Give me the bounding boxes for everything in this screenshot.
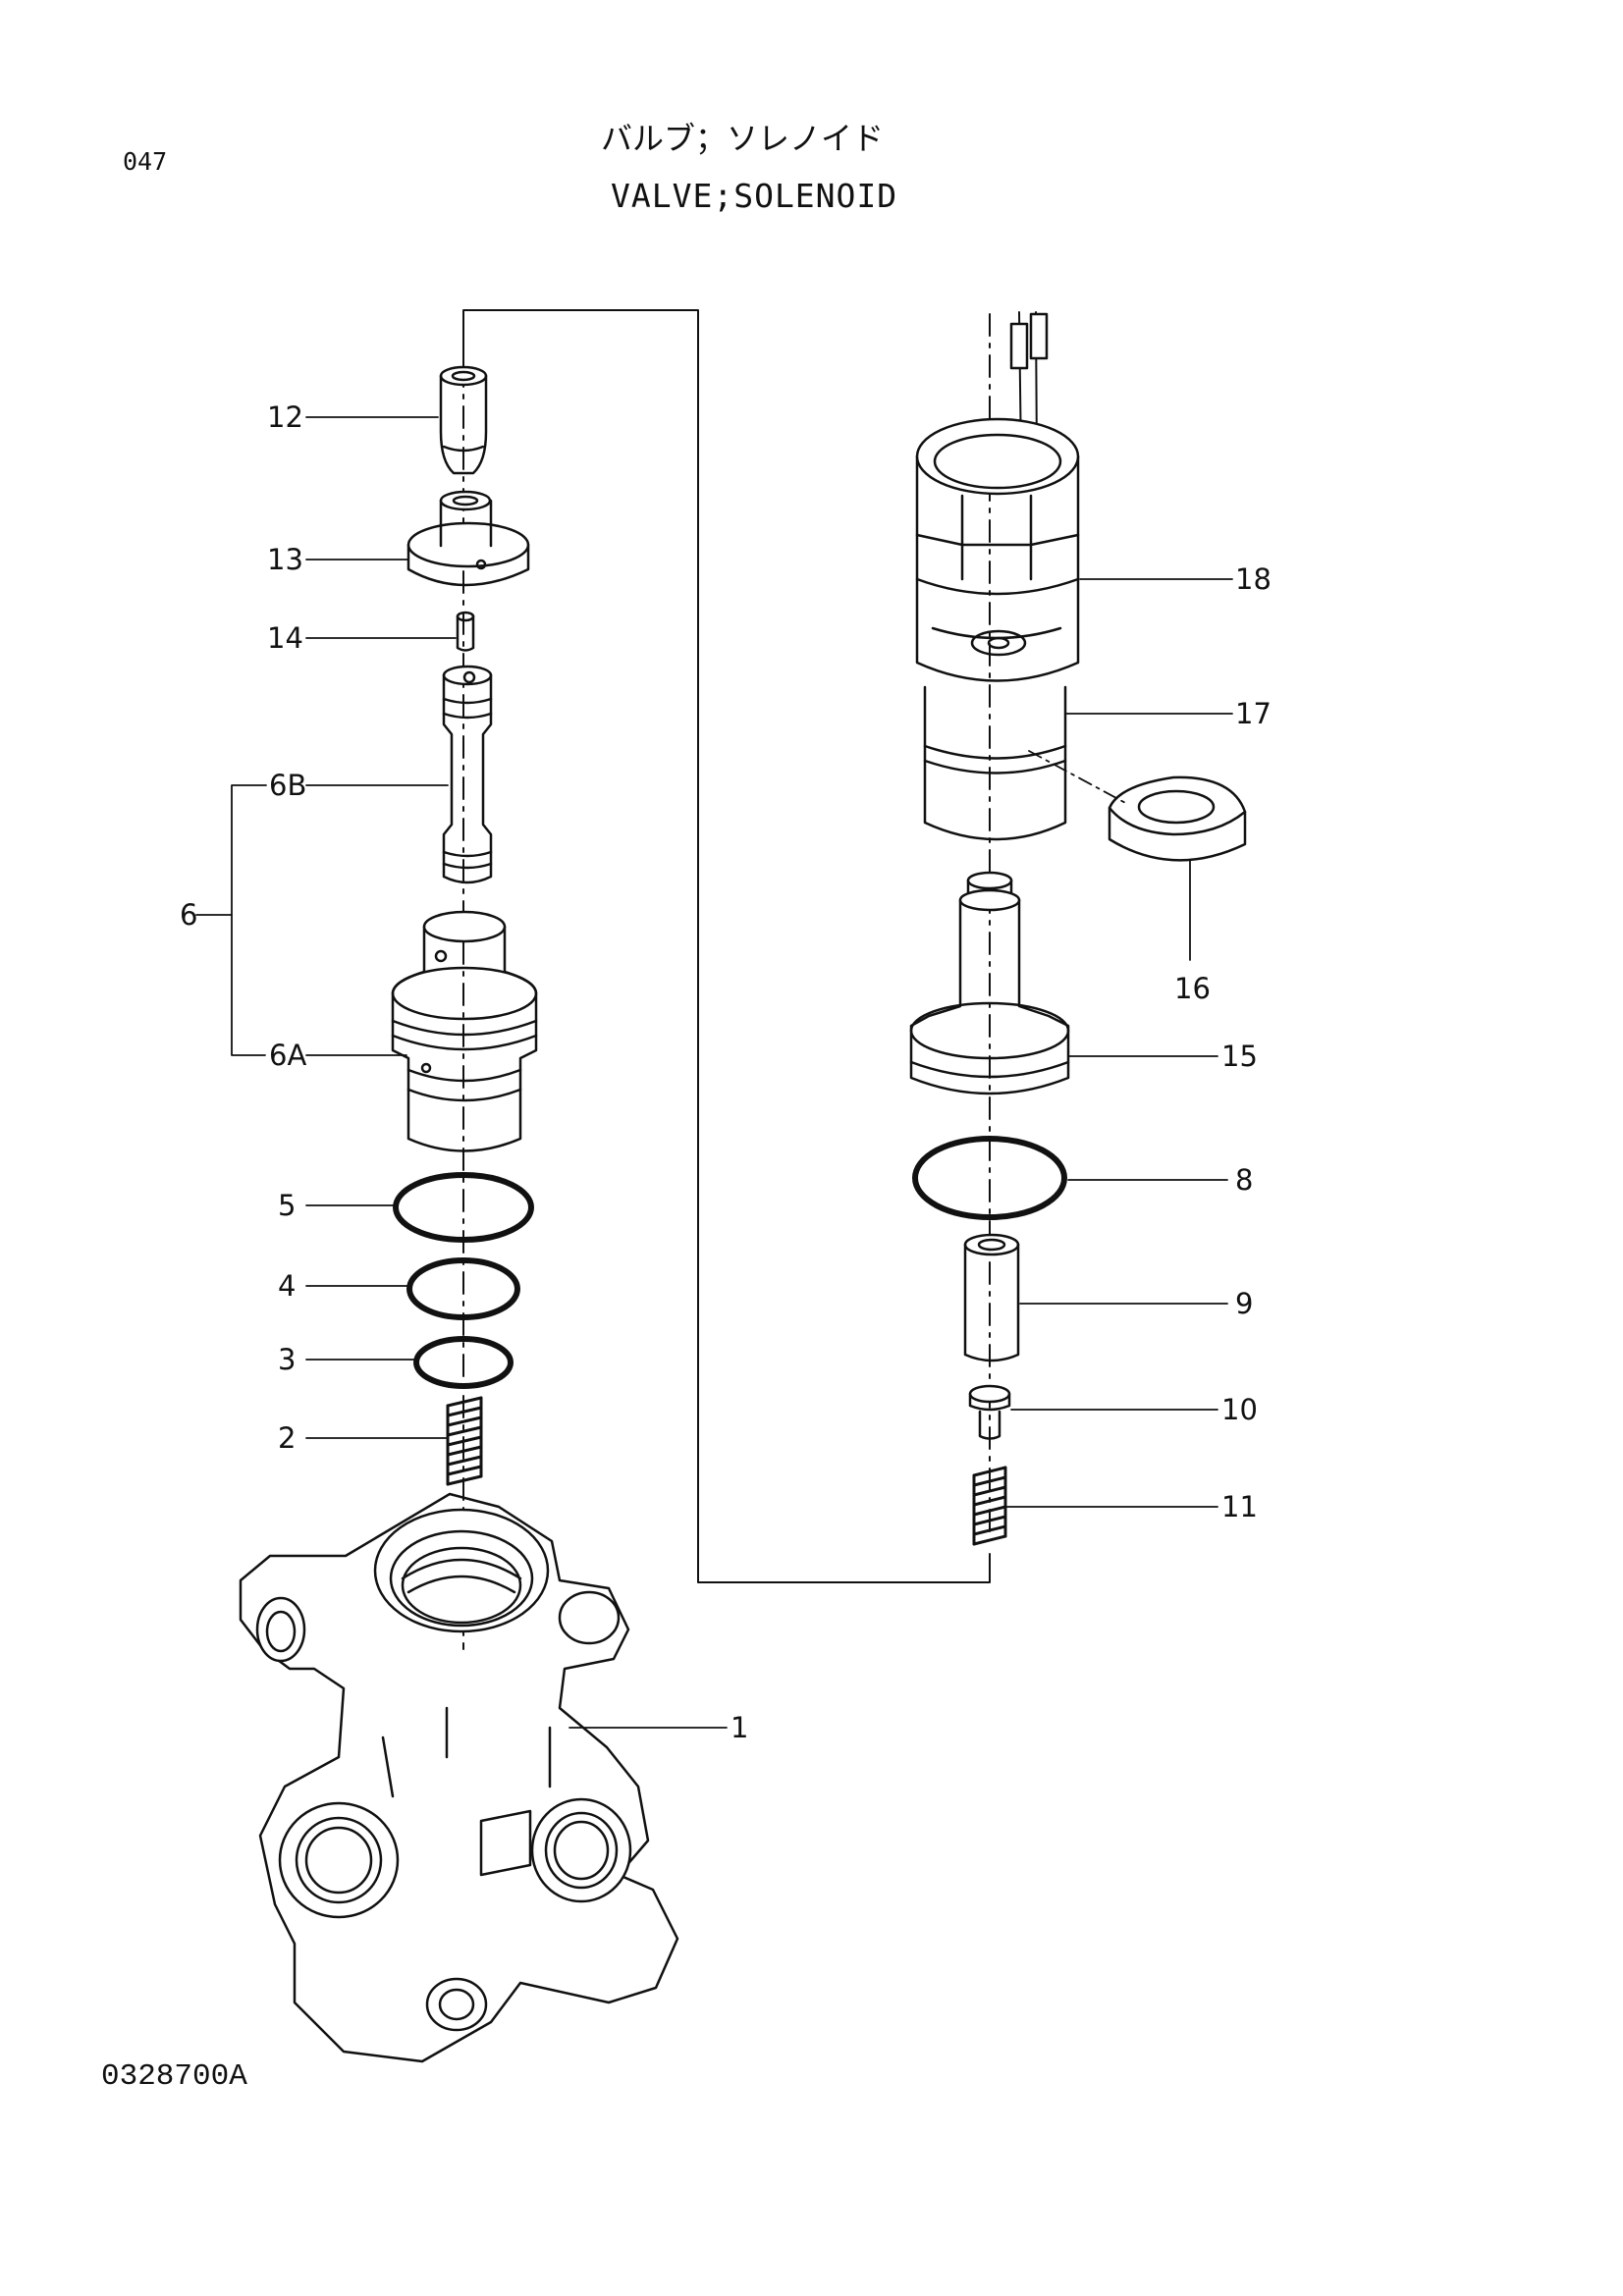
callout-4: 4 <box>278 1269 296 1303</box>
callout-15: 15 <box>1221 1040 1258 1073</box>
part-3-o-ring <box>413 1336 514 1389</box>
part-17-tube <box>923 685 1067 841</box>
assembly-link-line <box>462 309 991 1583</box>
callout-1: 1 <box>730 1711 748 1744</box>
callout-labels: 12 13 14 6B 6 6A 5 4 3 2 1 18 17 16 15 8… <box>180 400 1271 1744</box>
part-8-o-ring <box>912 1136 1067 1220</box>
callout-10: 10 <box>1221 1393 1258 1426</box>
callout-14: 14 <box>267 621 303 655</box>
callout-6A: 6A <box>269 1039 306 1072</box>
callout-3: 3 <box>278 1343 296 1376</box>
callout-12: 12 <box>267 400 303 434</box>
drawing-code: 0328700A <box>101 2059 247 2094</box>
part-10-bushing <box>968 1384 1011 1440</box>
leader-lines <box>195 416 1233 1729</box>
part-2-spring <box>446 1396 483 1486</box>
callout-9: 9 <box>1235 1287 1253 1320</box>
part-5-o-ring <box>393 1172 534 1243</box>
part-14-pin <box>456 611 475 652</box>
part-11-spring <box>972 1466 1007 1546</box>
callout-2: 2 <box>278 1421 296 1455</box>
part-18-coil-housing <box>915 311 1080 682</box>
callout-17: 17 <box>1235 697 1271 730</box>
callout-18: 18 <box>1235 562 1271 596</box>
callout-5: 5 <box>278 1189 296 1222</box>
page-number: 047 <box>123 147 168 176</box>
part-1-valve-block <box>239 1492 679 2063</box>
callout-6B: 6B <box>269 769 306 802</box>
part-6A-sleeve <box>391 910 538 1152</box>
part-12-cap <box>439 365 488 475</box>
part-6B-spool <box>442 665 493 884</box>
title-japanese: バルブ；ソレノイド <box>601 120 885 157</box>
part-16-washer <box>1108 775 1247 862</box>
part-4-o-ring <box>406 1257 520 1320</box>
part-13-flange <box>406 490 530 587</box>
callout-13: 13 <box>267 543 303 576</box>
callout-11: 11 <box>1221 1490 1258 1523</box>
callout-8: 8 <box>1235 1163 1253 1197</box>
part-9-plunger <box>963 1233 1020 1362</box>
part-15-pole <box>909 871 1070 1095</box>
callout-16: 16 <box>1174 972 1211 1005</box>
callout-6: 6 <box>180 898 197 932</box>
title-english: VALVE;SOLENOID <box>611 177 898 215</box>
